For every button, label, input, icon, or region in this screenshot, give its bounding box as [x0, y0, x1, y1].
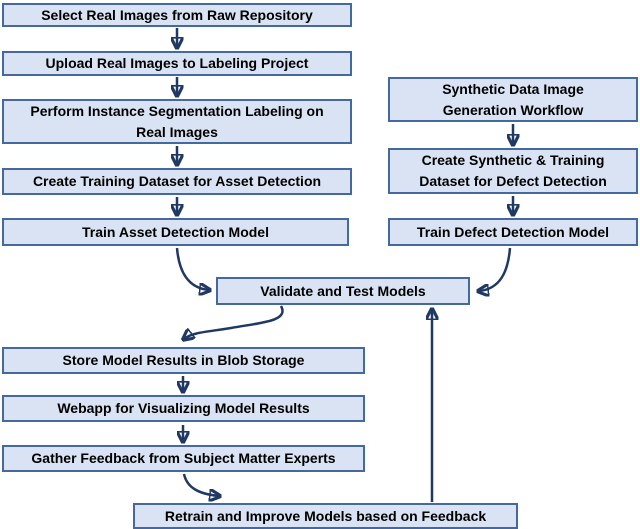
arrow-validate-to-store	[184, 305, 284, 339]
node-label: Train Defect Detection Model	[416, 223, 610, 240]
arrow-feedback-to-retrain	[182, 473, 219, 496]
arrow-train-asset-to-validate	[175, 247, 209, 290]
node-retrain: Retrain and Improve Models based on Feed…	[133, 503, 518, 529]
node-label: Validate and Test Models	[260, 282, 426, 299]
node-label: Store Model Results in Blob Storage	[62, 352, 305, 368]
node-label: Retrain and Improve Models based on Feed…	[164, 507, 487, 524]
arrow-train-defect-to-validate	[479, 247, 512, 291]
node-label-line: Perform Instance Segmentation Labeling o…	[30, 102, 324, 119]
node-label-line: Synthetic Data Image	[442, 80, 584, 97]
node-label: Create Training Dataset for Asset Detect…	[32, 173, 322, 189]
node-training-dataset-asset: Create Training Dataset for Asset Detect…	[2, 168, 352, 195]
node-synthetic-workflow: Synthetic Data Image Generation Workflow	[388, 77, 638, 122]
node-select-real-images: Select Real Images from Raw Repository	[2, 3, 352, 27]
node-label: Select Real Images from Raw Repository	[41, 6, 313, 23]
node-label-line: Generation Workflow	[442, 101, 584, 118]
node-label-line: Create Synthetic & Training	[421, 152, 605, 168]
node-validate-test: Validate and Test Models	[216, 277, 470, 305]
node-webapp: Webapp for Visualizing Model Results	[2, 395, 365, 422]
node-train-defect-model: Train Defect Detection Model	[388, 218, 638, 246]
node-label: Upload Real Images to Labeling Project	[45, 55, 309, 71]
node-synthetic-dataset-defect: Create Synthetic & Training Dataset for …	[388, 148, 638, 194]
node-label: Gather Feedback from Subject Matter Expe…	[31, 450, 336, 466]
node-train-asset-model: Train Asset Detection Model	[2, 218, 349, 246]
node-label: Webapp for Visualizing Model Results	[57, 400, 310, 416]
node-label-line: Dataset for Defect Detection	[419, 173, 607, 189]
node-store-results: Store Model Results in Blob Storage	[2, 347, 365, 374]
node-label-line: Real Images	[136, 123, 218, 140]
node-instance-segmentation: Perform Instance Segmentation Labeling o…	[2, 99, 352, 144]
node-label: Train Asset Detection Model	[82, 223, 269, 240]
node-gather-feedback: Gather Feedback from Subject Matter Expe…	[2, 445, 365, 472]
node-upload-real-images: Upload Real Images to Labeling Project	[2, 51, 352, 76]
